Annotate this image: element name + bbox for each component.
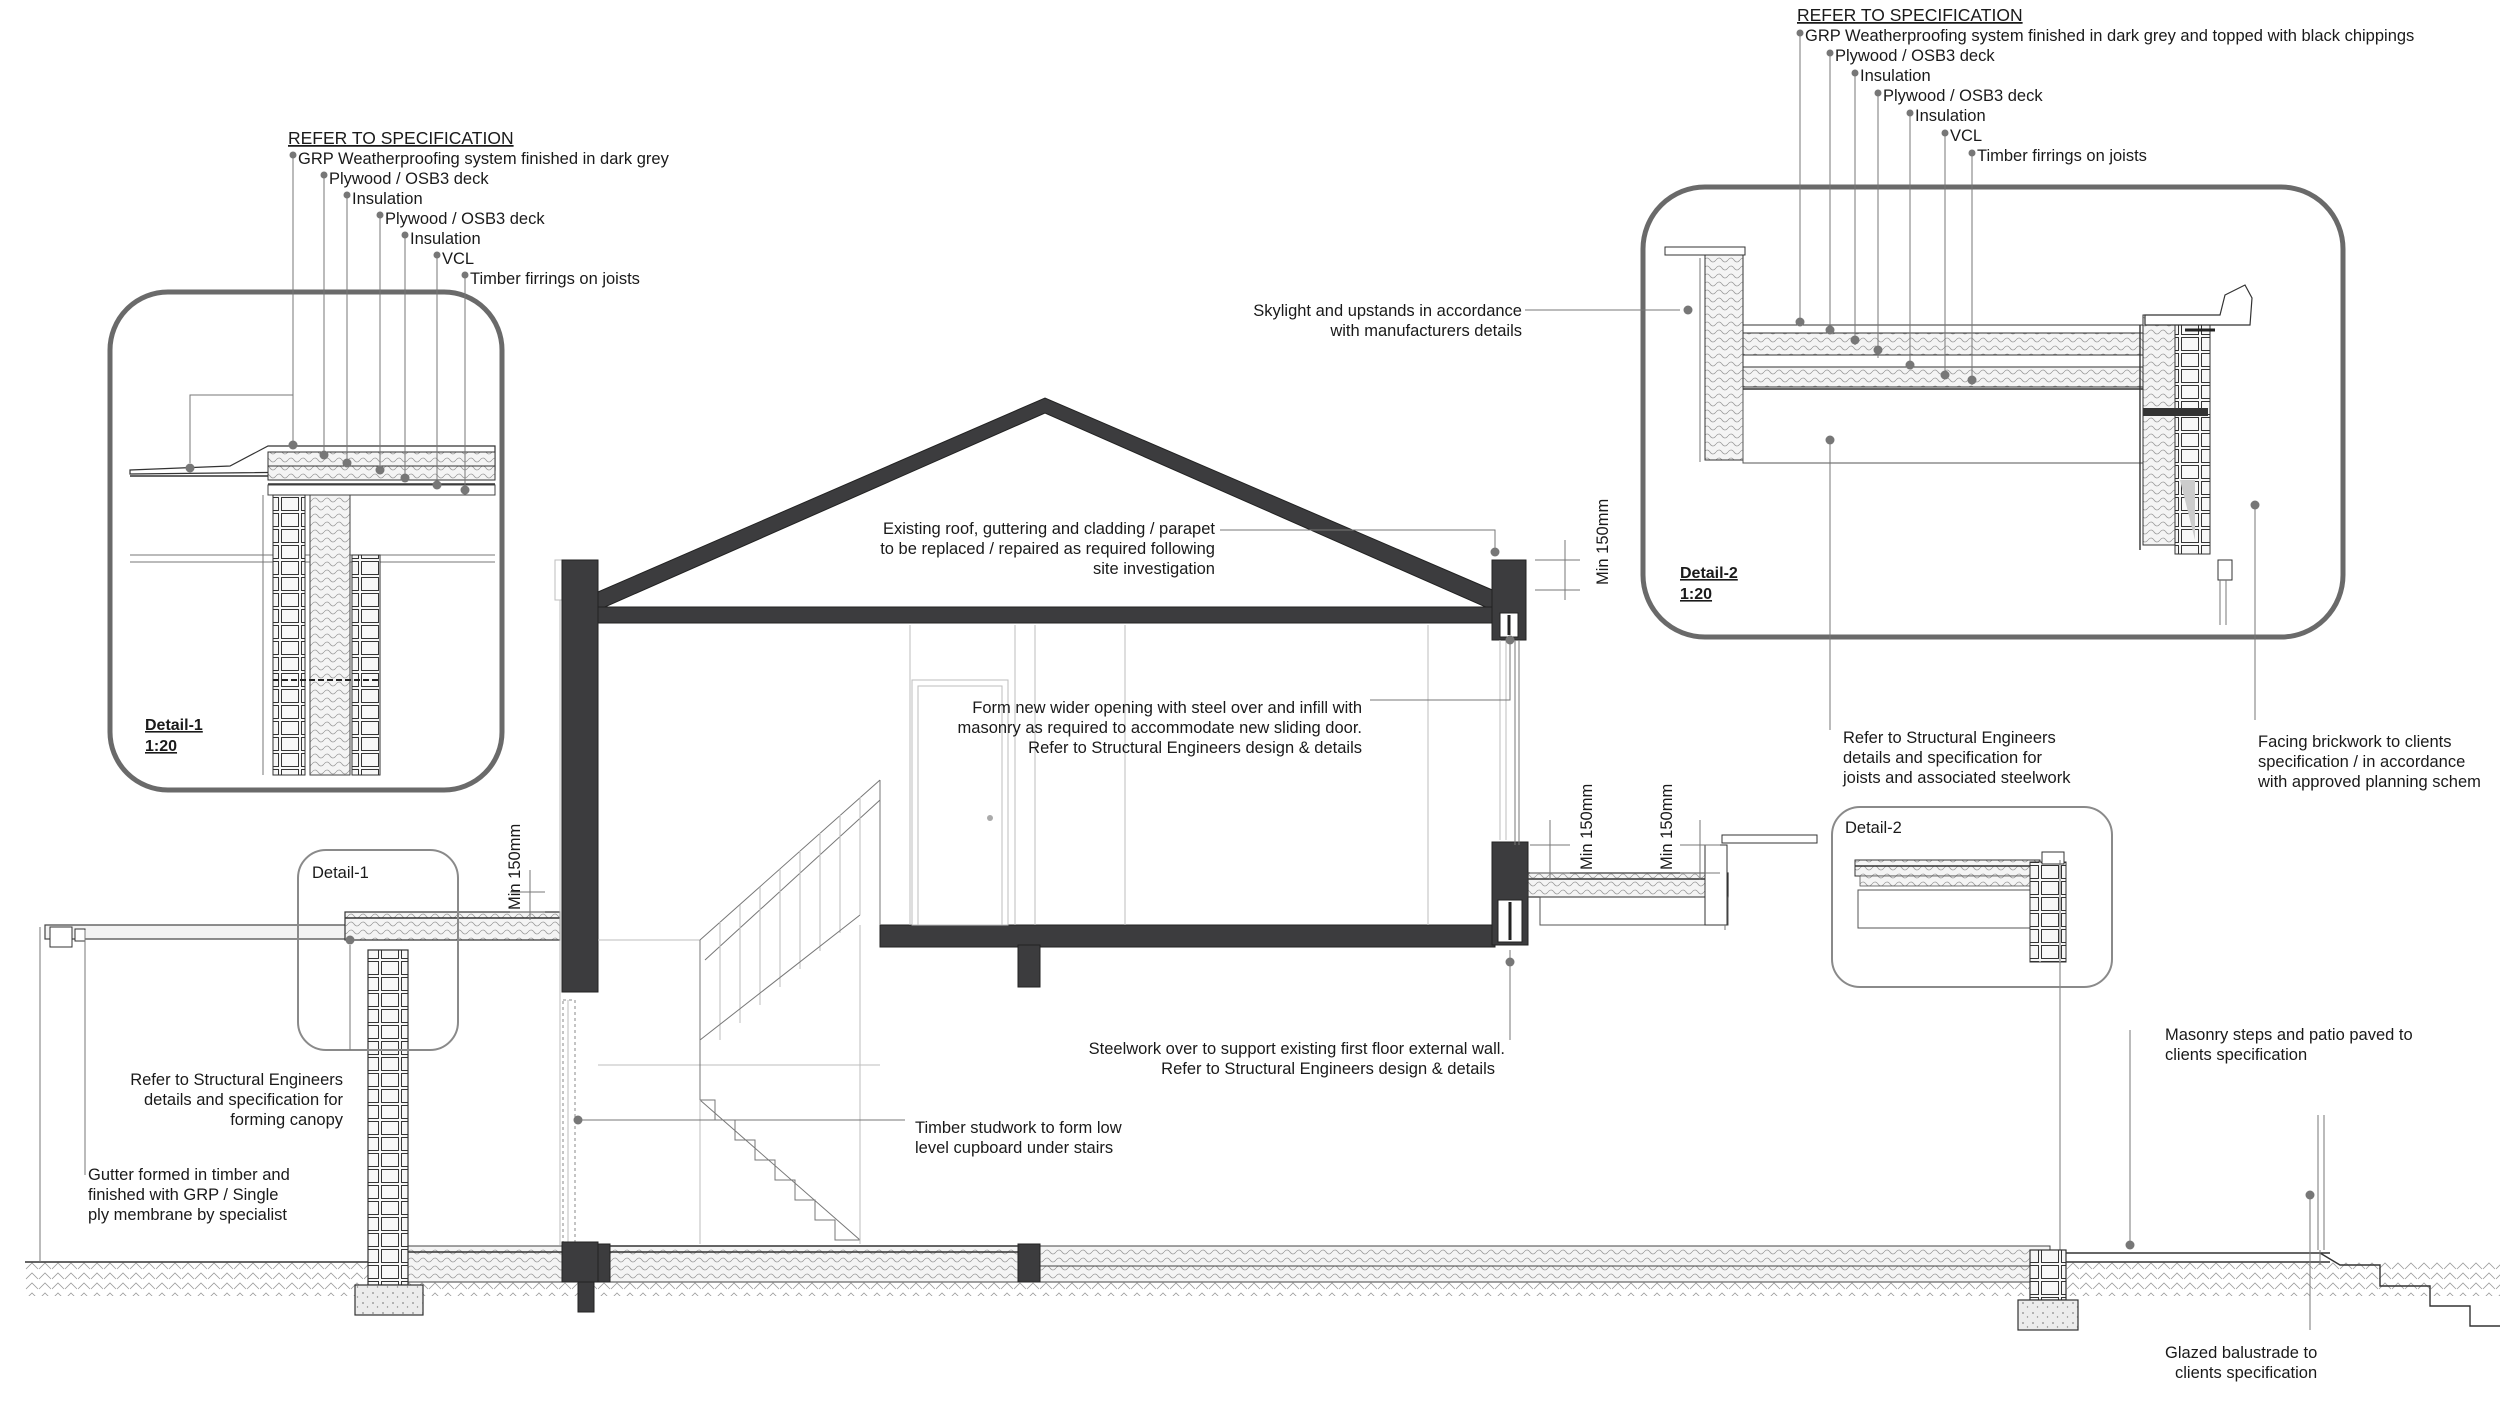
detail-2-layer: Plywood / OSB3 deck [1883,87,2043,105]
note-opening: Form new wider opening with steel over a… [972,699,1362,717]
detail-2-spec: REFER TO SPECIFICATION GRP Weatherproofi… [1680,5,2414,837]
note-skylight: Skylight and upstands in accordance [1253,302,1522,320]
detail-1-layer: VCL [442,250,474,268]
note-joists: joists and associated steelwork [1842,769,2071,787]
note-canopy: Refer to Structural Engineers [130,1071,343,1089]
detail-2-layer: Timber firrings on joists [1977,147,2147,165]
note-gutter: finished with GRP / Single [88,1186,278,1204]
detail-1-heading: REFER TO SPECIFICATION [288,128,514,148]
note-masonry-steps: clients specification [2165,1046,2307,1064]
detail-2-scale: 1:20 [1680,586,1712,603]
detail-1-label: Detail-1 [145,717,203,734]
note-skylight: with manufacturers details [1329,322,1522,340]
dimension-rear-upstand: Min 150mm [1578,784,1596,870]
dimension-rear-upstand-2: Min 150mm [1658,784,1676,870]
note-steelwork: Refer to Structural Engineers design & d… [1161,1060,1495,1078]
note-steelwork: Steelwork over to support existing first… [1089,1040,1505,1058]
detail-1-callout-label: Detail-1 [312,864,369,882]
note-roof: Existing roof, guttering and cladding / … [883,520,1215,538]
detail-1-scale: 1:20 [145,738,177,755]
dimension-roof-upstand: Min 150mm [1594,499,1612,585]
detail-2-layer: Insulation [1860,67,1931,85]
ground-line [25,1245,2500,1327]
dimensions: Min 150mm Min 150mm Min 150mm Min 150mm [506,499,1676,910]
detail-1-spec: REFER TO SPECIFICATION GRP Weatherproofi… [145,128,670,882]
note-canopy: forming canopy [230,1111,344,1129]
detail-1-layer: Timber firrings on joists [470,270,640,288]
canopy [39,911,561,1316]
note-opening: masonry as required to accommodate new s… [958,719,1362,737]
detail-2-heading: REFER TO SPECIFICATION [1797,5,2023,25]
annotations: Skylight and upstands in accordance with… [88,302,2481,1382]
note-opening: Refer to Structural Engineers design & d… [1028,739,1362,757]
note-studwork: Timber studwork to form low [915,1119,1122,1137]
note-canopy: details and specification for [144,1091,344,1109]
note-studwork: level cupboard under stairs [915,1139,1113,1157]
detail-1-callout [297,849,459,1051]
detail-2-label: Detail-2 [1680,565,1738,582]
detail-2-layer: Plywood / OSB3 deck [1835,47,1995,65]
note-gutter: ply membrane by specialist [88,1206,287,1224]
leader-lines [84,33,2311,1330]
note-balustrade: Glazed balustrade to [2165,1344,2317,1362]
detail-1-layer: Insulation [410,230,481,248]
dimension-canopy-upstand: Min 150mm [506,824,524,910]
detail-1-layer: GRP Weatherproofing system finished in d… [298,150,670,168]
note-roof: to be replaced / repaired as required fo… [880,540,1215,558]
note-gutter: Gutter formed in timber and [88,1166,290,1184]
note-joists: details and specification for [1843,749,2043,767]
detail-1-layer: Insulation [352,190,423,208]
note-roof: site investigation [1093,560,1215,578]
detail-1-layer: Plywood / OSB3 deck [385,210,545,228]
leader-dots [185,29,2315,1250]
note-masonry-steps: Masonry steps and patio paved to [2165,1026,2413,1044]
detail-2-callout-label: Detail-2 [1845,819,1902,837]
note-facing-brick: with approved planning schem [2257,773,2481,791]
detail-2-layer: VCL [1950,127,1982,145]
rear-extension [1514,640,2325,1331]
main-house [554,397,1529,1313]
note-joists: Refer to Structural Engineers [1843,729,2056,747]
detail-2-bubble [1640,184,2346,640]
detail-1-layer: Plywood / OSB3 deck [329,170,489,188]
note-facing-brick: specification / in accordance [2258,753,2465,771]
detail-2-layer: GRP Weatherproofing system finished in d… [1805,27,2414,45]
detail-1-bubble [107,289,505,793]
detail-2-layer: Insulation [1915,107,1986,125]
note-facing-brick: Facing brickwork to clients [2258,733,2451,751]
detail-2-callout [1831,806,2113,988]
note-balustrade: clients specification [2175,1364,2317,1382]
